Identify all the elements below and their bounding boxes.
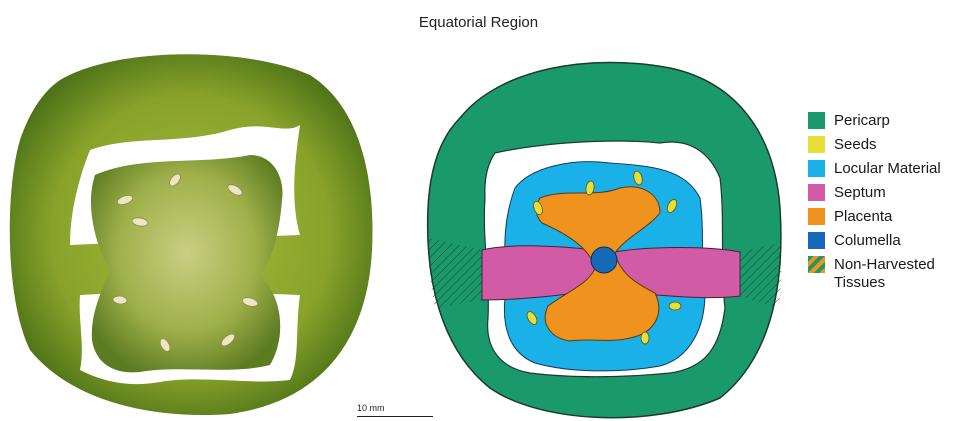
figure-title: Equatorial Region <box>0 14 957 31</box>
legend: Pericarp Seeds Locular Material Septum P… <box>808 112 957 300</box>
scale-bar: 10 mm <box>357 405 433 417</box>
legend-swatch <box>808 160 825 177</box>
legend-label: Non-Harvested Tissues <box>834 256 957 292</box>
legend-swatch <box>808 208 825 225</box>
photo-inner-tissue <box>91 155 283 372</box>
legend-label: Placenta <box>834 208 892 226</box>
tomato-photo <box>0 40 380 418</box>
legend-swatch <box>808 184 825 201</box>
scale-label: 10 mm <box>357 403 385 413</box>
legend-item-non-harvested-tissues: Non-Harvested Tissues <box>808 256 957 300</box>
legend-swatch <box>808 112 825 129</box>
legend-swatch <box>808 136 825 153</box>
legend-label: Locular Material <box>834 160 941 178</box>
legend-item-seeds: Seeds <box>808 136 957 160</box>
map-columella <box>591 247 617 273</box>
legend-item-pericarp: Pericarp <box>808 112 957 136</box>
legend-label: Seeds <box>834 136 877 154</box>
tissue-map <box>420 38 790 421</box>
legend-item-placenta: Placenta <box>808 208 957 232</box>
legend-label: Pericarp <box>834 112 890 130</box>
legend-label: Columella <box>834 232 901 250</box>
map-hatch-left <box>428 238 482 308</box>
legend-label: Septum <box>834 184 886 202</box>
legend-item-locular-material: Locular Material <box>808 160 957 184</box>
legend-item-columella: Columella <box>808 232 957 256</box>
scale-line <box>357 416 433 417</box>
legend-swatch <box>808 232 825 249</box>
legend-swatch-striped <box>808 256 825 273</box>
legend-item-septum: Septum <box>808 184 957 208</box>
